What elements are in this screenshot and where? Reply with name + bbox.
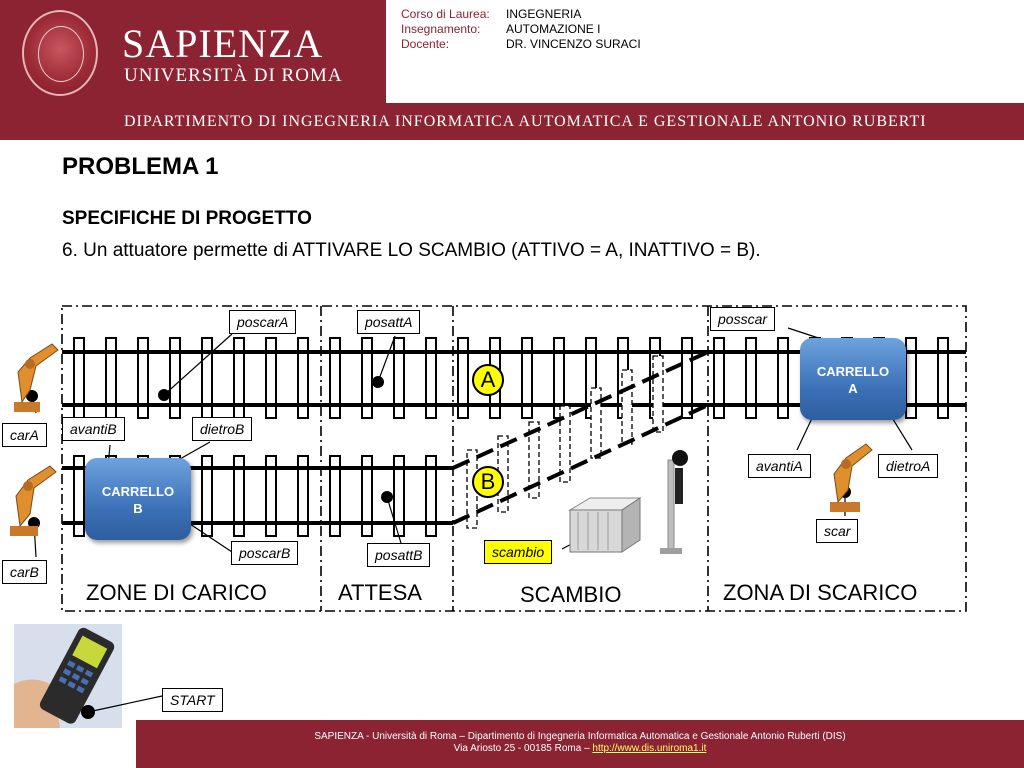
meta-key-subject: Insegnamento: <box>401 22 481 36</box>
switch-position-a: A <box>472 364 504 396</box>
cart-b-line1: CARRELLO <box>101 484 175 499</box>
robot-arm-icon-left-bottom <box>10 465 57 536</box>
zone-label-scambio: SCAMBIO <box>520 582 622 607</box>
zone-outer-border <box>61 305 967 612</box>
university-seal-icon <box>22 10 98 96</box>
lower-sleeper <box>265 455 277 537</box>
label-scambio: scambio <box>484 540 553 564</box>
label-dietroB: dietroB <box>192 417 253 441</box>
track-diagram-drawing <box>10 305 967 612</box>
cart-b: CARRELLO B <box>85 458 191 540</box>
lower-sleeper <box>329 455 341 537</box>
zone-label-attesa: ATTESA <box>338 580 422 605</box>
upper-sleeper <box>393 337 405 419</box>
cart-b-line2: B <box>133 501 143 516</box>
upper-sleeper <box>297 337 309 419</box>
page-title: PROBLEMA 1 <box>62 153 219 180</box>
upper-sleeper <box>329 337 341 419</box>
meta-value-course: INGEGNERIA <box>506 7 582 21</box>
footer-band <box>136 720 1024 768</box>
switch-sleepers <box>466 355 664 529</box>
label-scar: scar <box>816 519 859 543</box>
label-start: START <box>162 688 223 712</box>
department-band <box>0 103 1024 140</box>
zone-borders <box>61 305 967 612</box>
meta-value-subject: AUTOMAZIONE I <box>506 22 601 36</box>
upper-sleeper <box>457 337 469 419</box>
footer-line-1: SAPIENZA - Università di Roma – Dipartim… <box>314 731 846 742</box>
cart-a: CARRELLO A <box>800 338 906 420</box>
zone-label-scarico: ZONA DI SCARICO <box>723 580 918 605</box>
upper-sleeper <box>137 337 149 419</box>
sensor-carA-dot <box>26 390 38 402</box>
label-posattB: posattB <box>367 543 431 567</box>
meta-key-teacher: Docente: <box>401 37 450 51</box>
lower-sleeper <box>73 455 85 537</box>
upper-sleeper <box>425 337 437 419</box>
label-avantiA: avantiA <box>748 454 811 478</box>
upper-sleeper <box>905 337 917 419</box>
section-subtitle: SPECIFICHE DI PROGETTO <box>62 208 312 229</box>
meta-value-teacher: DR. VINCENZO SURACI <box>506 37 641 51</box>
specification-text: 6. Un attuatore permette di ATTIVARE LO … <box>62 240 761 261</box>
footer-website-link[interactable]: http://www.dis.uniroma1.it <box>592 743 707 754</box>
upper-sleeper <box>361 337 373 419</box>
label-posscar: posscar <box>710 307 776 331</box>
switch-diagonals <box>452 350 709 525</box>
upper-sleeper <box>745 337 757 419</box>
lower-sleeper <box>297 455 309 537</box>
label-dietroA: dietroA <box>878 454 939 478</box>
switch-diagonal-lower <box>452 403 709 525</box>
robot-arm-icon-right <box>830 443 873 512</box>
sensor-posattB-dot <box>381 491 393 503</box>
label-poscarA: poscarA <box>229 310 297 334</box>
footer-address: Via Ariosto 25 - 00185 Roma – <box>453 743 593 754</box>
department-name: DIPARTIMENTO DI INGEGNERIA INFORMATICA A… <box>124 113 927 130</box>
university-subtitle: UNIVERSITÀ DI ROMA <box>124 65 343 86</box>
track-diagram: poscarA posattA posscar carA avantiB die… <box>0 290 1024 630</box>
handheld-terminal-image <box>14 624 122 728</box>
label-poscarB: poscarB <box>231 541 299 565</box>
label-carA: carA <box>2 423 47 447</box>
upper-sleeper <box>937 337 949 419</box>
railway-signal-icon <box>660 450 688 554</box>
zone-label-carico: ZONE DI CARICO <box>86 580 267 605</box>
label-posattA: posattA <box>357 310 421 334</box>
upper-sleeper <box>521 337 533 419</box>
robot-arm-icon-left-top <box>14 343 59 412</box>
handheld-terminal-icon <box>14 624 122 728</box>
sensor-poscarA-dot <box>158 389 170 401</box>
label-avantiB: avantiB <box>62 417 125 441</box>
upper-sleeper <box>169 337 181 419</box>
lower-sleeper <box>361 455 373 537</box>
lower-sleeper <box>425 455 437 537</box>
upper-sleeper <box>777 337 789 419</box>
sensor-posattA-dot <box>372 376 384 388</box>
upper-sleeper <box>713 337 725 419</box>
meta-key-course: Corso di Laurea: <box>401 7 490 21</box>
upper-sleeper <box>681 337 693 419</box>
label-carB: carB <box>2 560 47 584</box>
upper-sleeper <box>265 337 277 419</box>
cart-a-line2: A <box>848 381 858 396</box>
switch-actuator-box-icon <box>568 497 642 553</box>
university-name: SAPIENZA <box>122 21 324 66</box>
footer-line-2: Via Ariosto 25 - 00185 Roma – http://www… <box>136 743 1024 754</box>
lower-sleeper <box>233 455 245 537</box>
switch-diagonal-upper <box>452 350 709 470</box>
switch-position-b: B <box>472 466 504 498</box>
cart-a-line1: CARRELLO <box>816 364 890 379</box>
